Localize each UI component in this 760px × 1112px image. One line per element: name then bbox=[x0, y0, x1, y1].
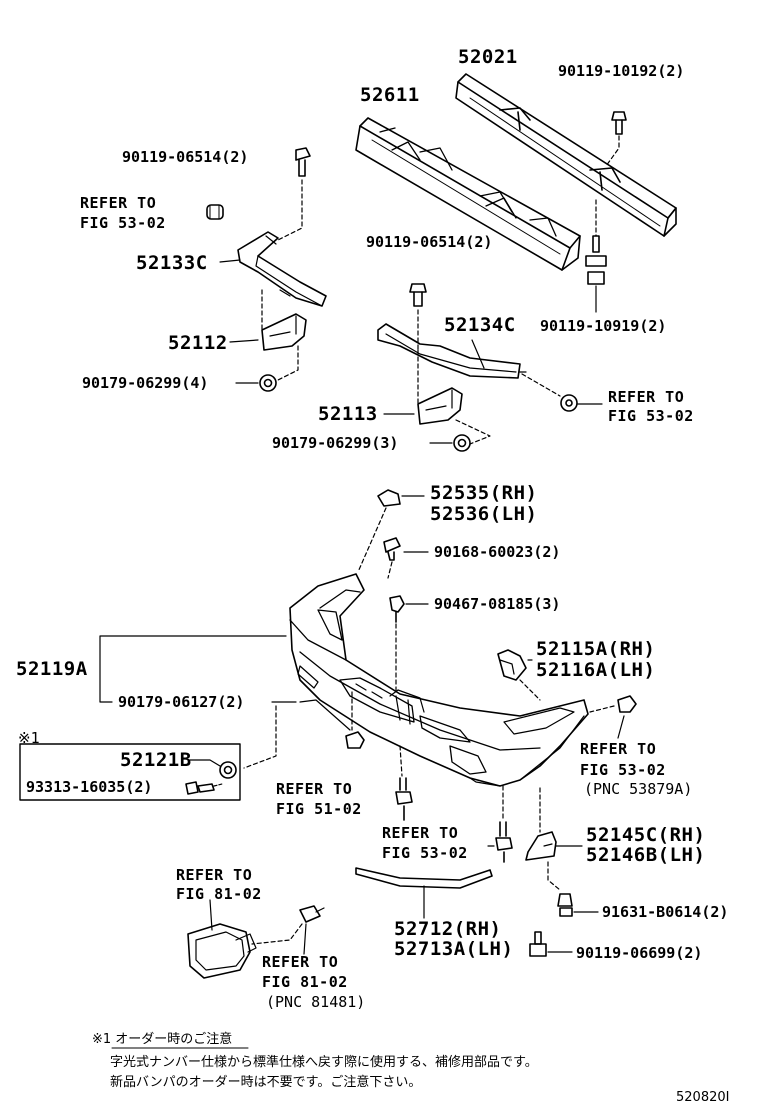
nut-90179-06299-3 bbox=[429, 434, 471, 452]
refer-fig-53-02-d: FIG 53-02 bbox=[382, 844, 468, 862]
diagram-id: 520820I bbox=[676, 1090, 730, 1105]
part-label-90119-06514-b: 90119-06514(2) bbox=[366, 233, 493, 251]
bolt-90119-10919 bbox=[585, 199, 607, 313]
bolt-91631-b0614 bbox=[557, 893, 599, 917]
part-label-52133c: 52133C bbox=[136, 252, 208, 274]
refer-fig-53-02-a: FIG 53-02 bbox=[80, 214, 166, 232]
bolt-90119-06699 bbox=[529, 931, 573, 957]
clip-52535 bbox=[357, 489, 425, 573]
refer-label-53-02-c: REFER TO bbox=[580, 740, 657, 758]
part-label-52112: 52112 bbox=[168, 332, 228, 354]
clip-53-02-c bbox=[589, 695, 637, 739]
refer-pnc-81481: (PNC 81481) bbox=[266, 993, 366, 1011]
bracket-52115a bbox=[497, 649, 541, 701]
bolt-90119-06514-a bbox=[277, 147, 311, 241]
refer-fig-51-02: FIG 51-02 bbox=[276, 800, 362, 818]
bolt-93313-16035 bbox=[185, 781, 223, 795]
part-label-90179-06127: 90179-06127(2) bbox=[118, 693, 245, 711]
part-label-90119-06514-a: 90119-06514(2) bbox=[122, 148, 249, 166]
nut-52121b bbox=[189, 759, 237, 779]
part-label-52115a: 52115A(RH) bbox=[536, 638, 656, 660]
part-label-90467-08185: 90467-08185(3) bbox=[434, 595, 561, 613]
part-label-52145c: 52145C(RH) bbox=[586, 824, 706, 846]
refer-label-51-02: REFER TO bbox=[276, 780, 353, 798]
screw-51-02 bbox=[395, 745, 413, 821]
part-label-52535: 52535(RH) bbox=[430, 482, 538, 504]
part-label-52611: 52611 bbox=[360, 84, 420, 106]
nut-90179-06127 bbox=[243, 691, 365, 769]
part-label-52113: 52113 bbox=[318, 403, 378, 425]
part-label-52121b: 52121B bbox=[120, 749, 192, 771]
part-label-52712: 52712(RH) bbox=[394, 918, 502, 940]
refer-label-53-02-d: REFER TO bbox=[382, 824, 459, 842]
part-label-90179-06299-3: 90179-06299(3) bbox=[272, 434, 399, 452]
refer-fig-53-02-b: FIG 53-02 bbox=[608, 407, 694, 425]
part-label-90119-10192: 90119-10192(2) bbox=[558, 62, 685, 80]
refer-fig-53-02-c: FIG 53-02 bbox=[580, 761, 666, 779]
reinforcement-52021 bbox=[455, 73, 677, 237]
part-label-90119-06699: 90119-06699(2) bbox=[576, 944, 703, 962]
note1-mark: ※1 bbox=[18, 729, 40, 747]
bracket-52145c bbox=[525, 787, 583, 891]
bolt-90119-06514-b bbox=[409, 283, 427, 351]
refer-label-53-02-b: REFER TO bbox=[608, 388, 685, 406]
retainer-52113 bbox=[383, 349, 491, 445]
screw-81-02 bbox=[251, 905, 325, 955]
note1-box bbox=[19, 743, 241, 801]
part-label-93313-16035: 93313-16035(2) bbox=[26, 778, 153, 796]
part-label-52116a: 52116A(LH) bbox=[536, 659, 656, 681]
bracket-52133c bbox=[219, 231, 327, 307]
refer-fig-81-02-a: FIG 81-02 bbox=[176, 885, 262, 903]
part-label-91631-b0614: 91631-B0614(2) bbox=[602, 903, 729, 921]
molding-52712 bbox=[355, 867, 493, 919]
part-label-52146b: 52146B(LH) bbox=[586, 844, 706, 866]
footnote-title: ※1 オーダー時のご注意 bbox=[92, 1032, 233, 1047]
screw-90168-60023 bbox=[383, 537, 429, 579]
clip-53-02-b bbox=[560, 394, 603, 412]
bracket-52134c bbox=[377, 323, 561, 397]
footnote-line1: 字光式ナンバー仕様から標準仕様へ戻す際に使用する、補修用部品です。 bbox=[110, 1055, 538, 1070]
part-label-90179-06299-4: 90179-06299(4) bbox=[82, 374, 209, 392]
fog-lamp-81-02 bbox=[187, 899, 257, 979]
absorber-52611 bbox=[355, 117, 581, 271]
part-label-52713a: 52713A(LH) bbox=[394, 938, 514, 960]
part-label-90168-60023: 90168-60023(2) bbox=[434, 543, 561, 561]
part-label-90119-10919: 90119-10919(2) bbox=[540, 317, 667, 335]
part-label-52134c: 52134C bbox=[444, 314, 516, 336]
leader-52119a bbox=[99, 635, 287, 703]
bumper-cover-52119a bbox=[289, 573, 589, 787]
bolt-90119-10192 bbox=[605, 111, 627, 167]
part-label-52119a: 52119A bbox=[16, 658, 88, 680]
nut-90179-06299-4 bbox=[235, 374, 277, 392]
refer-label-81-02-a: REFER TO bbox=[176, 866, 253, 884]
clip-90467-08185 bbox=[389, 595, 429, 691]
part-label-52021: 52021 bbox=[458, 46, 518, 68]
clip-53-02-a bbox=[206, 204, 224, 220]
footnote-line2: 新品バンパのオーダー時は不要です。ご注意下さい。 bbox=[110, 1075, 422, 1090]
refer-label-53-02-a: REFER TO bbox=[80, 194, 157, 212]
refer-fig-81-02-b: FIG 81-02 bbox=[262, 973, 348, 991]
screw-53-02-d bbox=[487, 785, 513, 863]
refer-label-81-02-b: REFER TO bbox=[262, 953, 339, 971]
part-label-52536: 52536(LH) bbox=[430, 503, 538, 525]
retainer-52112 bbox=[229, 289, 307, 381]
refer-pnc-53879a: (PNC 53879A) bbox=[584, 780, 693, 798]
